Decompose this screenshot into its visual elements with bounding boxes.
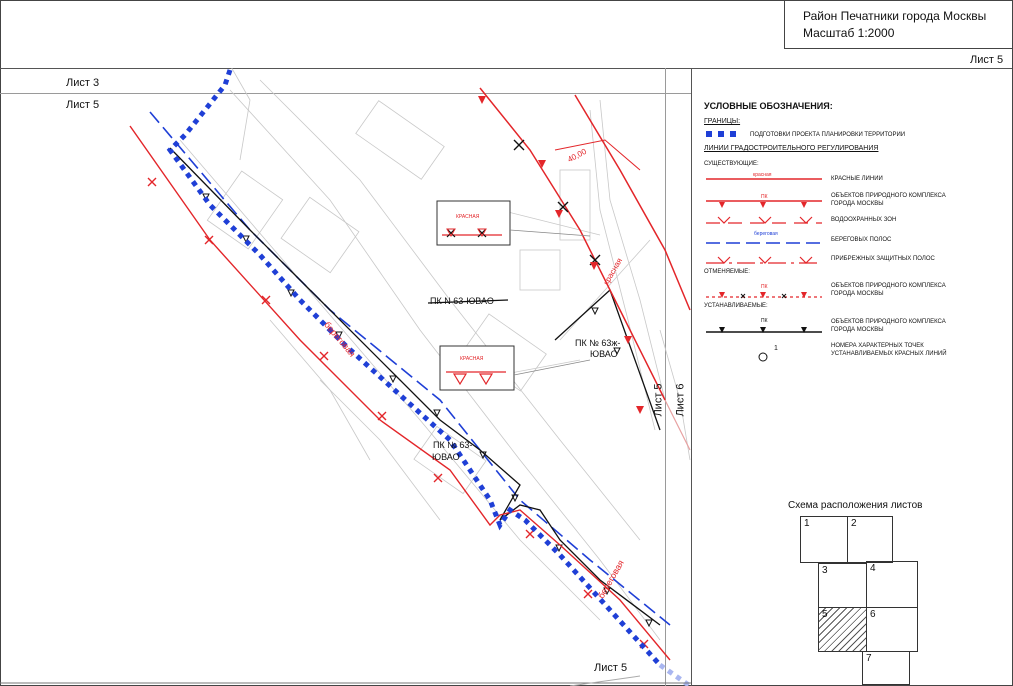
- legend-shore-mini: береговая: [754, 231, 778, 237]
- legend-points-1: НОМЕРА ХАРАКТЕРНЫХ ТОЧЕК: [831, 343, 924, 349]
- scale-label: Масштаб 1:2000: [803, 26, 895, 40]
- pk-63-label-2: ЮВАО: [432, 452, 460, 462]
- legend-boundaries: ГРАНИЦЫ:: [704, 118, 741, 125]
- legend-lines-header: ЛИНИИ ГРАДОСТРОИТЕЛЬНОГО РЕГУЛИРОВАНИЯ: [704, 145, 879, 152]
- legend-shore: БЕРЕГОВЫХ ПОЛОС: [831, 237, 892, 243]
- legend-est-mini: ПК: [761, 318, 768, 324]
- legend-points-2: УСТАНАВЛИВАЕМЫХ КРАСНЫХ ЛИНИЙ: [831, 351, 947, 357]
- sheet-boundary-line: [0, 93, 691, 94]
- inset-label-1: КРАСНАЯ: [456, 214, 480, 220]
- scheme-cell-1: 1: [800, 516, 848, 563]
- scheme-title: Схема расположения листов: [788, 500, 923, 511]
- dimension-line: [554, 139, 641, 171]
- legend-cancel-mini: ПК: [761, 284, 768, 290]
- legend-point-number: 1: [774, 345, 778, 352]
- scheme-cell-5-current: 5: [818, 607, 867, 652]
- legend-water: ВОДООХРАННЫХ ЗОН: [831, 217, 897, 223]
- legend-cancelled: ОТМЕНЯЕМЫЕ:: [704, 269, 750, 275]
- red-line-main: [479, 87, 666, 401]
- sheet-label-top: Лист 3: [66, 77, 100, 89]
- legend-red-lines: КРАСНЫЕ ЛИНИИ: [831, 176, 883, 182]
- scheme-cell-4: 4: [866, 561, 918, 608]
- red-line-faded: [664, 399, 691, 451]
- legend-est-natural-1: ОБЪЕКТОВ ПРИРОДНОГО КОМПЛЕКСА: [831, 319, 946, 325]
- inset-box-existing: [439, 345, 515, 391]
- legend-natural-1: ОБЪЕКТОВ ПРИРОДНОГО КОМПЛЕКСА: [831, 193, 946, 199]
- strike-line: [427, 299, 509, 304]
- legend-existing: СУЩЕСТВУЮЩИЕ:: [704, 161, 759, 167]
- sheet-label-right-b: Лист 6: [674, 383, 687, 417]
- legend-symbols: [706, 178, 822, 362]
- cancel-cross-marks: [513, 139, 601, 266]
- scheme-cell-6: 6: [866, 607, 918, 652]
- scheme-cell-3: 3: [818, 563, 867, 608]
- legend-natural-mini: ПК: [761, 194, 768, 200]
- red-triangles: [478, 96, 644, 414]
- legend-coastal: ПРИБРЕЖНЫХ ЗАЩИТНЫХ ПОЛОС: [831, 256, 935, 262]
- district-title: Район Печатники города Москвы: [803, 9, 987, 23]
- title-divider: [0, 68, 1012, 69]
- scheme-cell-2: 2: [847, 516, 893, 563]
- sheet-boundary-vertical: [665, 68, 666, 686]
- scheme-cell-7: 7: [862, 651, 910, 685]
- legend-boundary-item: ПОДГОТОВКИ ПРОЕКТА ПЛАНИРОВКИ ТЕРРИТОРИИ: [750, 132, 906, 138]
- sheet-label-right-a: Лист 5: [652, 383, 665, 417]
- title-block: Район Печатники города Москвы Масштаб 1:…: [784, 0, 1013, 49]
- legend-cancel-natural-2: ГОРОДА МОСКВЫ: [831, 291, 884, 297]
- base-map: [179, 68, 691, 641]
- red-shore-line: [129, 125, 671, 661]
- red-line-parallel: [574, 94, 691, 311]
- boundary-triangles: [202, 193, 653, 628]
- inset-box-cancelled: [436, 200, 511, 246]
- legend-est-natural-2: ГОРОДА МОСКВЫ: [831, 327, 884, 333]
- planning-map: [0, 68, 691, 686]
- inset-label-2: КРАСНАЯ: [460, 356, 484, 362]
- legend-natural-2: ГОРОДА МОСКВЫ: [831, 201, 884, 207]
- pk-63-label-1: ПК № 63-: [433, 440, 473, 450]
- natural-boundary-line: [169, 147, 661, 626]
- project-boundary: [166, 69, 662, 667]
- map-legend-divider: [691, 68, 692, 686]
- red-cross-marks: [147, 177, 649, 649]
- pk-63zh-label-2: ЮВАО: [590, 349, 618, 359]
- legend-red-mini: красная: [753, 172, 772, 178]
- pk-label-struck: ПК N 63-ЮВАО: [430, 296, 494, 306]
- sheet-label-current: Лист 5: [66, 99, 100, 111]
- pk-63zh-label-1: ПК № 63ж-: [575, 338, 621, 348]
- sheet-number: Лист 5: [970, 54, 1004, 66]
- legend-header: УСЛОВНЫЕ ОБОЗНАЧЕНИЯ:: [704, 101, 833, 111]
- legend-cancel-natural-1: ОБЪЕКТОВ ПРИРОДНОГО КОМПЛЕКСА: [831, 283, 946, 289]
- sheet-label-bottom: Лист 5: [594, 662, 628, 674]
- legend: УСЛОВНЫЕ ОБОЗНАЧЕНИЯ: ГРАНИЦЫ: ПОДГОТОВК…: [692, 93, 1010, 513]
- shore-line-dashed: [149, 111, 671, 626]
- legend-established: УСТАНАВЛИВАЕМЫЕ:: [704, 303, 768, 309]
